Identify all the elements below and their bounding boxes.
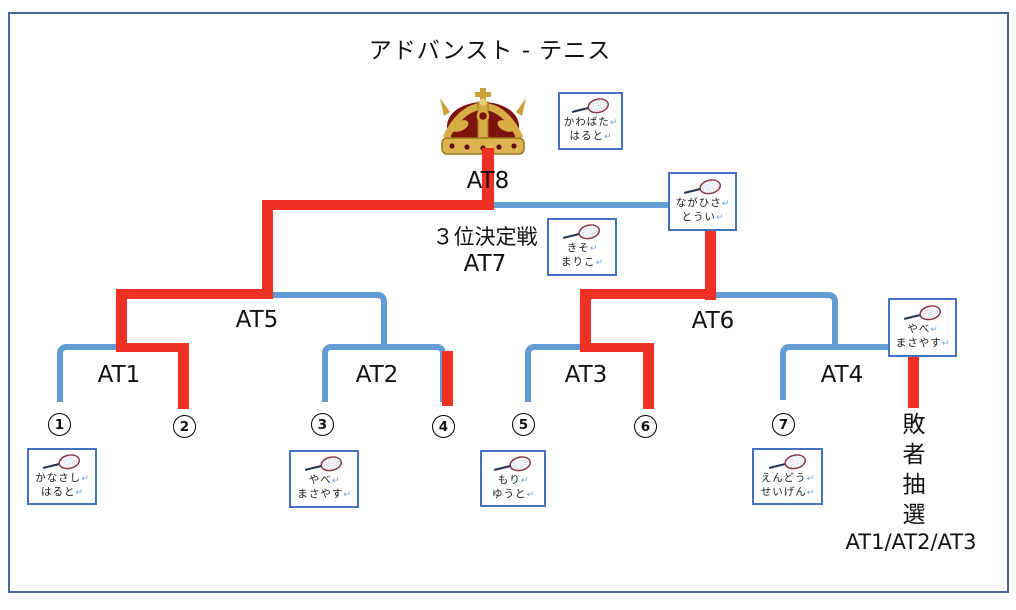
return-mark-icon: ↵ <box>331 476 340 486</box>
player-name: かなさし <box>35 471 82 484</box>
loser-lottery-label: 敗者抽選 <box>898 412 924 532</box>
match-label-at7: AT7 <box>463 251 507 277</box>
seed-1: 1 <box>48 413 71 436</box>
third-place-title: ３位決定戦 <box>432 225 538 249</box>
third-place-block: ３位決定戦 AT7 <box>400 221 570 277</box>
winner-path-at1-horizontal <box>116 343 189 352</box>
tennis-racket-icon <box>562 224 602 242</box>
return-mark-icon: ↵ <box>75 487 84 498</box>
return-mark-icon: ↵ <box>806 487 815 498</box>
player-name: とうい <box>681 210 716 223</box>
player-name: かわばた <box>563 116 610 128</box>
return-mark-icon: ↵ <box>715 212 724 223</box>
tennis-racket-icon <box>571 98 611 116</box>
match-label-at5: AT5 <box>235 307 279 333</box>
match-label-at4: AT4 <box>820 362 864 388</box>
match-label-at1: AT1 <box>97 362 141 388</box>
player-name: はると <box>569 130 604 142</box>
return-mark-icon: ↵ <box>343 490 351 500</box>
winner-path-seed4-drop <box>442 351 453 406</box>
winner-path-seed6-drop <box>643 343 654 409</box>
winner-path-at3-stem <box>580 289 591 351</box>
winner-path-at8-left-drop <box>262 200 273 298</box>
player-name: はると <box>40 485 76 498</box>
winner-path-crown-stem <box>482 148 494 210</box>
seed-6: 6 <box>634 415 657 438</box>
return-mark-icon: ↵ <box>721 198 730 209</box>
lottery-link-line <box>908 357 919 408</box>
return-mark-icon: ↵ <box>806 473 815 484</box>
match-label-at6: AT6 <box>691 308 735 334</box>
return-mark-icon: ↵ <box>520 475 529 486</box>
tennis-racket-icon <box>903 304 943 323</box>
player-name: まさやす <box>297 488 344 500</box>
return-mark-icon: ↵ <box>526 489 535 500</box>
tennis-racket-icon <box>493 455 533 474</box>
player-name: ゆうと <box>491 487 527 500</box>
tennis-racket-icon <box>304 456 344 474</box>
player-name: えんどう <box>760 471 807 484</box>
seed-3: 3 <box>311 413 334 436</box>
winner-path-at8-horizontal <box>262 200 494 210</box>
tennis-racket-icon <box>42 453 82 472</box>
player-name: やべ <box>308 474 332 486</box>
winner-path-at6-horizontal <box>580 289 716 299</box>
player-name: きそ <box>566 242 590 254</box>
player-name: まさやす <box>895 336 942 349</box>
player-box-seed7: えんどう↵ せいげん↵ <box>752 448 823 505</box>
return-mark-icon: ↵ <box>603 132 612 142</box>
return-mark-icon: ↵ <box>930 324 938 335</box>
match-label-at2: AT2 <box>355 362 399 388</box>
seed-7: 7 <box>772 413 795 436</box>
page-title: アドバンスト - テニス <box>368 38 612 64</box>
winner-path-at3-horizontal <box>580 343 653 352</box>
match-label-at8: AT8 <box>466 168 510 194</box>
tennis-racket-icon <box>768 453 808 472</box>
page-border <box>8 12 1009 593</box>
loser-lottery-matches: AT1/AT2/AT3 <box>845 530 977 554</box>
seed-2: 2 <box>173 415 196 438</box>
player-box-champion: かわばた↵ はると↵ <box>558 92 623 150</box>
return-mark-icon: ↵ <box>941 338 950 349</box>
return-mark-icon: ↵ <box>81 473 89 484</box>
winner-path-at5-horizontal <box>116 289 273 299</box>
player-name: ながひさ <box>675 196 722 209</box>
return-mark-icon: ↵ <box>609 118 618 128</box>
winner-path-at6-stem <box>705 230 716 300</box>
match-label-at3: AT3 <box>564 362 608 388</box>
seed-5: 5 <box>512 413 535 436</box>
player-box-seed5: もり↵ ゆうと↵ <box>480 450 546 507</box>
at4-bracket-line <box>780 344 889 400</box>
winner-path-seed2-drop <box>178 343 189 409</box>
return-mark-icon: ↵ <box>589 244 598 254</box>
player-box-seed3: やべ↵ まさやす↵ <box>289 450 359 508</box>
return-mark-icon: ↵ <box>595 258 604 268</box>
player-box-seed1: かなさし↵ はると↵ <box>27 448 97 505</box>
player-name: せいげん <box>760 485 807 498</box>
player-box-runner-up: ながひさ↵ とうい↵ <box>668 172 737 231</box>
player-box-third-place: きそ↵ まりこ↵ <box>547 218 617 276</box>
player-box-slot8-lottery: やべ↵ まさやす↵ <box>888 298 957 357</box>
player-name: まりこ <box>560 256 596 268</box>
seed-4: 4 <box>432 415 455 438</box>
winner-path-at1-stem <box>116 289 127 351</box>
tennis-racket-icon <box>683 178 723 197</box>
player-name: もり <box>497 473 521 486</box>
player-name: やべ <box>907 322 931 335</box>
